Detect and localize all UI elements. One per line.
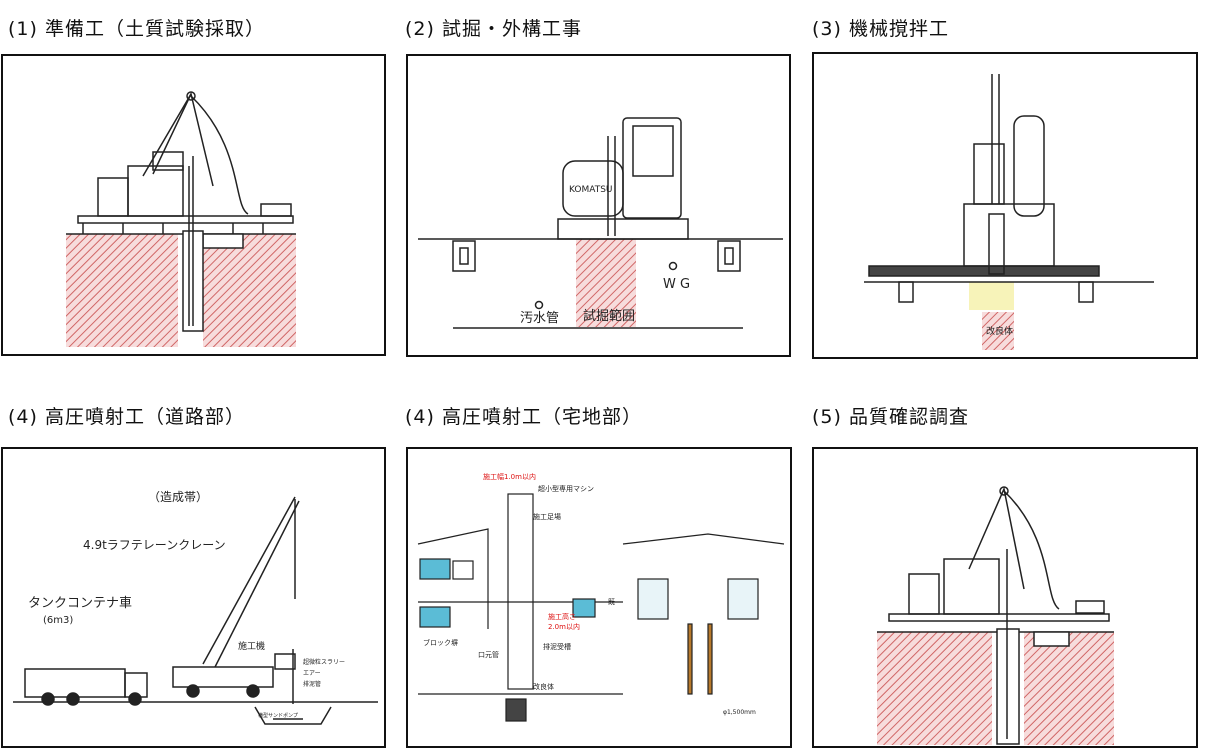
diameter-label: φ1,500mm bbox=[723, 709, 756, 716]
caption-mechanical-mixing: (3) 機械撹拌工 bbox=[812, 18, 949, 40]
machine-brand-text: KOMATSU bbox=[569, 185, 613, 195]
improved-body-label: 改良体 bbox=[986, 325, 1013, 337]
panel-trial-dig: KOMATSU W G 汚水管 試掘範囲 bbox=[406, 54, 791, 357]
trial-range-label: 試掘範囲 bbox=[583, 308, 635, 324]
compact-machine-drawing: 施工幅1.0m以内 超小型専用マシン 施工足場 施工高さ 2.0m以内 ブロック… bbox=[417, 472, 785, 722]
panel-mechanical-mixing: 改良体 bbox=[812, 52, 1198, 359]
tank-truck-sub: (6m3) bbox=[43, 615, 73, 626]
air-label: エアー bbox=[303, 670, 321, 677]
mixing-rig-drawing: 改良体 bbox=[864, 74, 1154, 350]
caption-jet-road: (4) 高圧噴射工（道路部） bbox=[8, 406, 245, 428]
crane-drawing: （造成帯） 4.9tラフテレーンクレーン タンクコンテナ車 (6m3) 施工機 … bbox=[13, 490, 378, 725]
machine-label: 施工機 bbox=[238, 640, 265, 652]
drain-tank-label: 排泥受槽 bbox=[543, 642, 571, 651]
height-label: 施工高さ bbox=[548, 612, 576, 621]
tank-truck-label: タンクコンテナ車 bbox=[28, 596, 132, 611]
panel-jet-road: （造成帯） 4.9tラフテレーンクレーン タンクコンテナ車 (6m3) 施工機 … bbox=[1, 447, 386, 748]
sewer-label: 汚水管 bbox=[520, 311, 559, 326]
improved-body-hatch bbox=[982, 312, 1014, 350]
excavator-drawing: KOMATSU W G 汚水管 試掘範囲 bbox=[418, 117, 783, 329]
existing-wall-label: 既 bbox=[608, 598, 615, 606]
panel-quality-check bbox=[812, 447, 1198, 748]
caption-trial-dig: (2) 試掘・外構工事 bbox=[405, 18, 582, 40]
drill-rig-drawing bbox=[66, 91, 296, 347]
soil-hatch-right bbox=[203, 234, 296, 347]
zone-label: （造成帯） bbox=[148, 490, 208, 504]
drain-label: 排泥管 bbox=[303, 680, 321, 688]
width-label: 施工幅1.0m以内 bbox=[483, 472, 536, 481]
trial-dig-hatch bbox=[576, 239, 636, 327]
soil-hatch-left bbox=[877, 632, 992, 745]
caption-jet-residential: (4) 高圧噴射工（宅地部） bbox=[405, 406, 642, 428]
slurry-label: 超微粒スラリー bbox=[303, 658, 345, 666]
height-value: 2.0m以内 bbox=[548, 622, 580, 631]
caption-prep-work: (1) 準備工（土質試験採取） bbox=[8, 18, 265, 40]
crane-label: 4.9tラフテレーンクレーン bbox=[83, 538, 226, 552]
quality-rig-drawing bbox=[877, 486, 1114, 745]
pump-label: 横型サンドポンプ bbox=[258, 712, 298, 719]
scaffold-label: 施工足場 bbox=[533, 512, 561, 521]
machine-label: 超小型専用マシン bbox=[538, 484, 594, 493]
wg-label: W G bbox=[663, 277, 690, 292]
caption-quality-check: (5) 品質確認調査 bbox=[812, 406, 969, 428]
improved-body-label: 改良体 bbox=[533, 682, 554, 691]
block-wall-label: ブロック塀 bbox=[423, 638, 458, 647]
casing-label: 口元管 bbox=[478, 650, 499, 659]
soil-hatch-right bbox=[1024, 632, 1114, 745]
panel-prep-work bbox=[1, 54, 386, 356]
soil-hatch-left bbox=[66, 234, 178, 347]
panel-jet-residential: 施工幅1.0m以内 超小型専用マシン 施工足場 施工高さ 2.0m以内 ブロック… bbox=[406, 447, 792, 748]
